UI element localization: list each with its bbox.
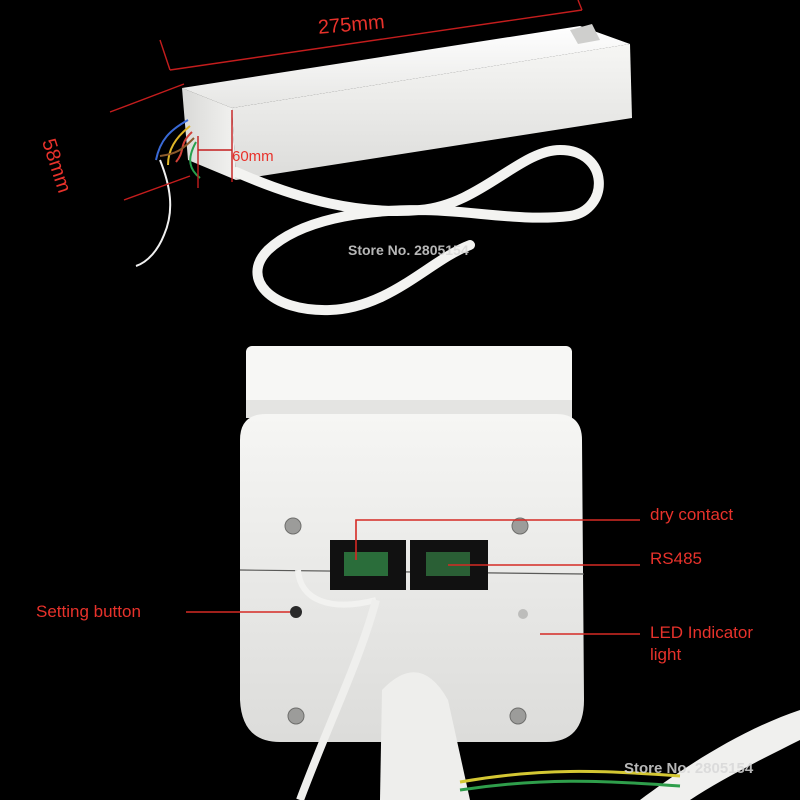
setting-button-label: Setting button xyxy=(36,602,141,621)
colored-wires xyxy=(135,119,201,267)
led-indicator-line1: LED Indicator xyxy=(650,623,753,642)
callout-lines xyxy=(186,519,640,635)
setting-button-hole xyxy=(290,606,302,618)
watermark-top: Store No. 2805154 xyxy=(348,242,469,258)
led-indicator-label: LED Indicator light xyxy=(650,622,753,666)
motor-end-closeup xyxy=(239,346,800,800)
dry-contact-label: dry contact xyxy=(650,505,734,524)
watermark-bottom: Store No. 2805154 xyxy=(624,760,754,777)
led-indicator-hole xyxy=(518,609,528,619)
led-indicator-line2: light xyxy=(650,645,682,664)
dimension-depth-label: 60mm xyxy=(232,148,274,165)
rs485-label: RS485 xyxy=(650,549,702,568)
dimension-lines xyxy=(109,0,583,201)
motor-box-top-view xyxy=(182,24,632,180)
screw xyxy=(284,517,302,535)
power-cable xyxy=(231,144,604,316)
